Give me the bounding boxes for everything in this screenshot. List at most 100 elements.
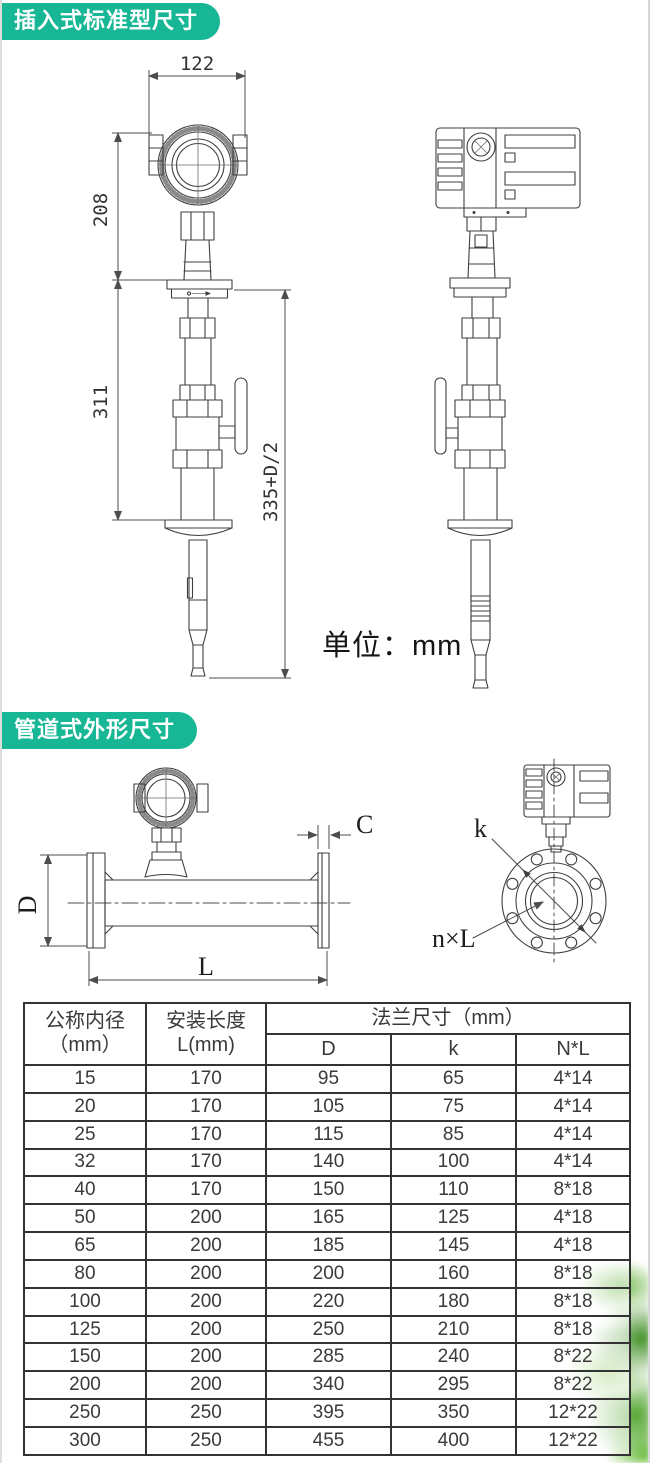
table-cell: 110 [390,1175,517,1206]
col-header-nominal: 公称内径 （mm） [23,1002,147,1066]
table-cell: 250 [145,1398,267,1428]
insertion-dimensions: 122 208 311 335+D/2 [90,53,291,679]
table-cell: 200 [145,1370,267,1401]
section-title-insertion: 插入式标准型尺寸 [0,3,221,40]
table-cell: 4*18 [514,1231,632,1261]
flange-dimension-table: 公称内径 （mm） 安装长度 L(mm) 法兰尺寸（mm） D k N*L 15… [23,1002,632,1457]
col-header-install-length: 安装长度 L(mm) [145,1002,267,1066]
table-cell: 185 [265,1231,392,1261]
table-cell: 100 [23,1286,147,1317]
table-cell: 32 [23,1147,147,1178]
table-cell: 200 [145,1286,267,1317]
section-title-pipeline: 管道式外形尺寸 [0,712,198,749]
dim-label-c: C [356,810,373,839]
table-cell: 250 [23,1398,147,1428]
table-cell: 125 [390,1203,517,1234]
table-cell: 250 [145,1425,267,1457]
table-cell: 80 [23,1258,147,1289]
table-cell: 8*22 [514,1342,632,1373]
table-cell: 105 [265,1091,392,1122]
table-cell: 95 [265,1064,392,1094]
table-cell: 340 [265,1370,392,1401]
table-cell: 125 [23,1314,147,1345]
dim-total-height: 335+D/2 [260,442,282,522]
table-cell: 170 [145,1119,267,1150]
pipeline-dimensions: D L C [13,810,373,986]
col-header-nl: N*L [514,1033,632,1066]
table-cell: 50 [23,1203,147,1234]
table-cell: 75 [390,1091,517,1122]
dim-label-d: D [13,896,42,915]
table-cell: 8*18 [514,1286,632,1317]
table-cell: 4*14 [514,1119,632,1150]
table-cell: 200 [145,1231,267,1261]
dim-label-l: L [198,952,214,981]
table-cell: 285 [265,1342,392,1373]
col-header-flange-group: 法兰尺寸（mm） [264,1002,632,1035]
dim-label-k: k [474,814,487,843]
table-cell: 170 [145,1091,267,1122]
table-cell: 20 [23,1091,147,1122]
table-cell: 100 [390,1147,517,1178]
table-cell: 210 [390,1314,517,1345]
table-cell: 295 [390,1370,517,1401]
table-cell: 300 [23,1425,147,1457]
table-cell: 4*14 [514,1091,632,1122]
table-cell: 12*22 [514,1398,632,1428]
table-cell: 140 [265,1147,392,1178]
pipeline-type-drawing: D L C k n×L [13,758,611,986]
table-cell: 200 [145,1342,267,1373]
table-cell: 250 [265,1314,392,1345]
table-cell: 220 [265,1286,392,1317]
table-cell: 200 [23,1370,147,1401]
table-cell: 395 [265,1398,392,1428]
table-cell: 170 [145,1064,267,1094]
table-cell: 65 [23,1231,147,1261]
pipeline-side-view [67,767,351,949]
table-cell: 200 [145,1258,267,1289]
table-cell: 12*22 [514,1425,632,1457]
table-cell: 200 [145,1203,267,1234]
table-cell: 400 [390,1425,517,1457]
table-cell: 65 [390,1064,517,1094]
table-cell: 455 [265,1425,392,1457]
dim-label-nxl: n×L [432,924,476,953]
insertion-front-view [148,124,248,677]
table-cell: 85 [390,1119,517,1150]
table-cell: 4*14 [514,1064,632,1094]
table-cell: 115 [265,1119,392,1150]
insertion-side-view [434,127,581,689]
table-cell: 160 [390,1258,517,1289]
col-header-d: D [265,1033,392,1066]
table-cell: 150 [23,1342,147,1373]
table-cell: 8*18 [514,1175,632,1206]
table-cell: 200 [145,1314,267,1345]
insertion-type-drawing: 122 208 311 335+D/2 [90,53,581,689]
dim-valve-height: 311 [90,385,112,419]
table-cell: 240 [390,1342,517,1373]
flange-front-view [472,758,611,966]
table-cell: 8*18 [514,1314,632,1345]
table-cell: 150 [265,1175,392,1206]
table-cell: 4*18 [514,1203,632,1234]
table-cell: 350 [390,1398,517,1428]
table-cell: 165 [265,1203,392,1234]
dim-head-width: 122 [180,53,214,75]
table-cell: 170 [145,1147,267,1178]
table-cell: 8*22 [514,1370,632,1401]
table-cell: 145 [390,1231,517,1261]
dim-upper-height: 208 [90,193,112,227]
